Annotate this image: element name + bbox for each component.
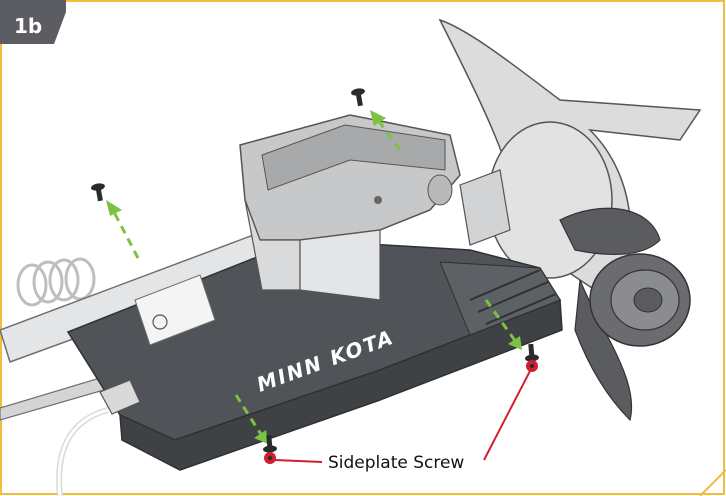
removal-arrows [112,119,518,437]
sideplate-screw-label: Sideplate Screw [328,453,464,473]
arrow-icon [508,336,522,350]
step-badge: 1b [0,0,66,44]
arrow-icon [370,110,386,126]
step-label: 1b [14,14,42,38]
mount-arm [459,169,511,246]
sideplate-screws [91,88,539,453]
screw-icon [263,434,277,453]
arrow-heads [106,110,522,444]
arrow-icon [376,119,402,151]
arrow-icon [106,200,122,216]
coiled-cable [16,257,96,307]
propeller [559,207,691,422]
screw-icon [351,88,365,107]
frame-corner [699,469,726,496]
end-cap [99,379,141,415]
arrow-icon [484,299,518,343]
arrow-icon [254,430,268,444]
steering-mount [239,114,461,301]
arrow-icon [112,211,140,259]
screw-icon [525,343,539,362]
label-sticker [134,274,216,346]
callout-leaders [264,360,538,464]
screw-icon [91,183,105,202]
